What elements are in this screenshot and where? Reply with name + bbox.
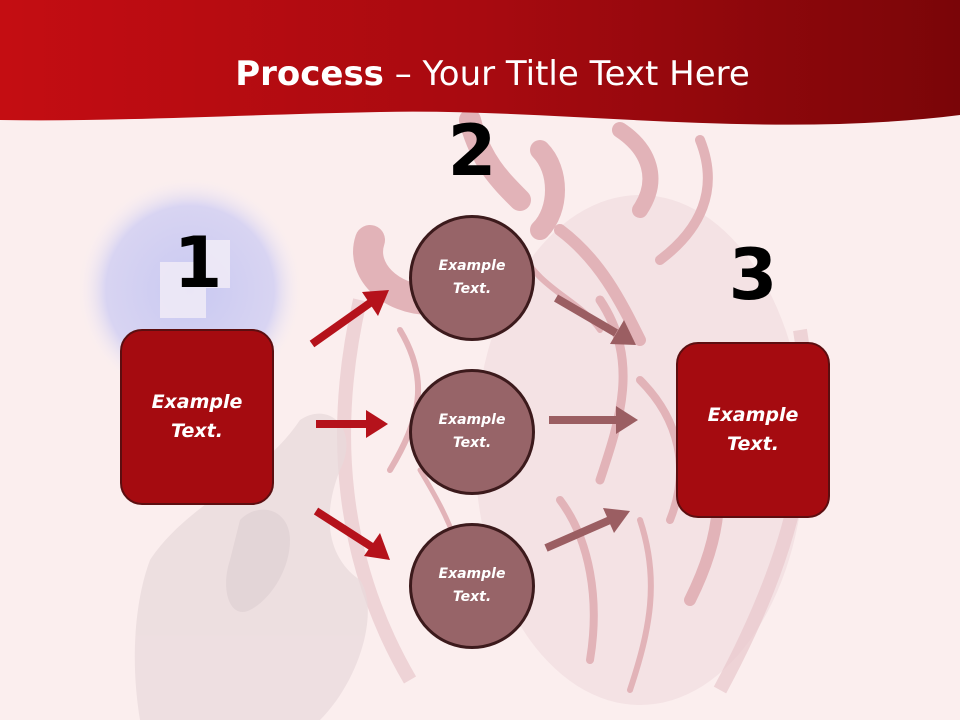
process-circle-bottom[interactable]: Example Text.	[409, 523, 535, 649]
left-text-box-label: Example Text.	[151, 391, 243, 442]
right-text-box[interactable]: Example Text.	[676, 342, 830, 518]
right-text-box-label: Example Text.	[707, 404, 799, 455]
title-rest: – Your Title Text Here	[383, 54, 750, 94]
title-banner	[0, 0, 960, 125]
step-number-2: 2	[447, 110, 497, 192]
process-circle-top[interactable]: Example Text.	[409, 215, 535, 341]
circle-top-label: Example Text.	[438, 258, 506, 297]
step-number-1: 1	[173, 222, 223, 304]
circle-bottom-label: Example Text.	[438, 566, 506, 605]
step-number-3: 3	[728, 234, 778, 316]
title-bold: Process	[235, 54, 384, 94]
circle-middle-label: Example Text.	[438, 412, 506, 451]
hand-illustration	[134, 413, 368, 720]
left-text-box[interactable]: Example Text.	[120, 329, 274, 505]
blue-glow-cross	[160, 240, 230, 318]
process-circle-middle[interactable]: Example Text.	[409, 369, 535, 495]
slide-title: Process – Your Title Text Here	[0, 52, 960, 96]
